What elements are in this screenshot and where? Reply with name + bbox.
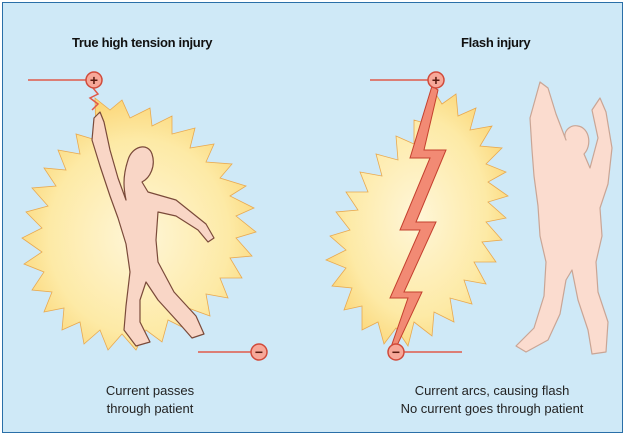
left-caption-line-2: through patient xyxy=(60,400,240,418)
right-patient-figure xyxy=(516,82,612,354)
right-caption: Current arcs, causing flash No current g… xyxy=(372,382,612,418)
right-caption-line-2: No current goes through patient xyxy=(372,400,612,418)
right-negative-symbol: − xyxy=(392,344,400,360)
left-positive-symbol: + xyxy=(90,72,98,88)
right-caption-line-1: Current arcs, causing flash xyxy=(372,382,612,400)
left-caption-line-1: Current passes xyxy=(60,382,240,400)
left-negative-symbol: − xyxy=(255,344,263,360)
left-caption: Current passes through patient xyxy=(60,382,240,418)
right-positive-symbol: + xyxy=(432,72,440,88)
